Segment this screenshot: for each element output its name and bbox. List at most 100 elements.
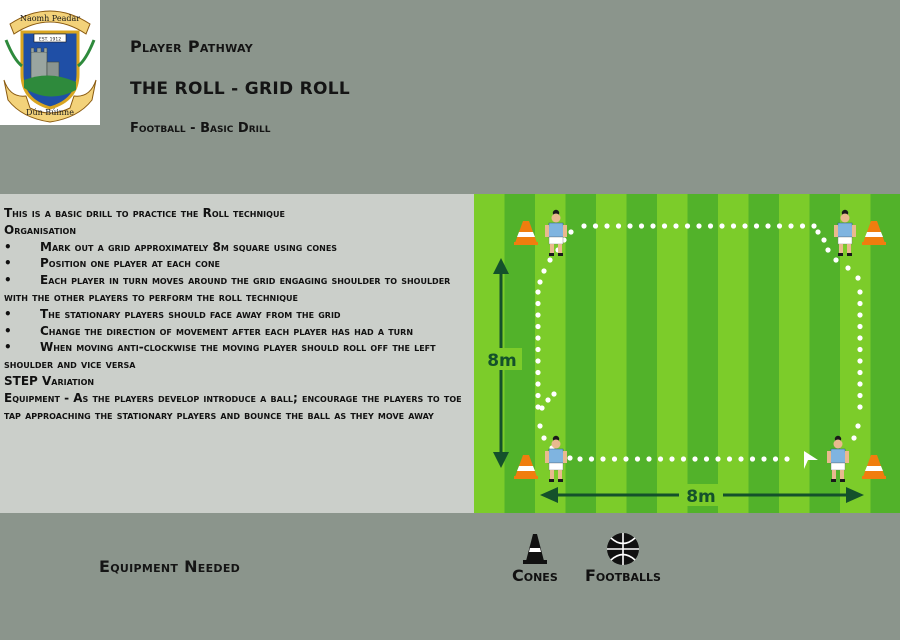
path-dot bbox=[535, 300, 541, 307]
path-dot bbox=[650, 223, 656, 229]
bullet-item: •Mark out a grid approximately 8m square… bbox=[4, 239, 338, 254]
path-dot bbox=[857, 381, 863, 387]
cones-label: Cones bbox=[512, 566, 558, 585]
path-dot bbox=[719, 223, 725, 229]
path-dot bbox=[692, 456, 698, 462]
path-dot bbox=[638, 223, 645, 229]
path-dot bbox=[811, 223, 817, 229]
path-dot bbox=[535, 335, 541, 341]
path-dot bbox=[680, 456, 687, 462]
path-dot bbox=[742, 223, 748, 229]
bullet-item: •When moving anti-clockwise the moving p… bbox=[4, 340, 436, 372]
vertical-measure-label: 8m bbox=[487, 351, 517, 371]
path-dot bbox=[623, 456, 629, 462]
grass-stripe bbox=[687, 194, 718, 513]
footballs-label: Footballs bbox=[585, 566, 661, 585]
path-dot bbox=[592, 223, 599, 229]
path-dot bbox=[547, 257, 553, 263]
path-dot bbox=[707, 223, 714, 229]
svg-text:EST. 1912: EST. 1912 bbox=[39, 37, 61, 43]
path-dot bbox=[857, 346, 863, 353]
path-dot bbox=[669, 456, 675, 462]
bullet-icon: • bbox=[4, 239, 12, 254]
path-dot bbox=[684, 223, 691, 229]
path-dot bbox=[730, 223, 737, 229]
path-dot bbox=[855, 423, 861, 429]
bullet-item: •Change the direction of movement after … bbox=[4, 323, 414, 338]
path-dot bbox=[541, 435, 547, 441]
intro-text: This is a basic drill to practice the Ro… bbox=[4, 206, 285, 220]
equipment-heading: Equipment Needed bbox=[99, 557, 241, 576]
path-dot bbox=[535, 404, 541, 410]
path-dot bbox=[535, 346, 541, 353]
step-heading: STEP Variation bbox=[4, 373, 95, 388]
bullet-icon: • bbox=[4, 323, 12, 338]
organisation-heading: Organisation bbox=[4, 222, 77, 237]
path-dot bbox=[857, 300, 863, 307]
drill-diagram: 8m 8m bbox=[474, 194, 900, 513]
horizontal-measure-label: 8m bbox=[686, 487, 716, 507]
grass-stripe bbox=[565, 194, 596, 513]
path-dot bbox=[545, 397, 551, 403]
path-dot bbox=[788, 223, 794, 229]
section-title: Player Pathway bbox=[130, 37, 254, 56]
bullet-item: •Position one player at each cone bbox=[4, 256, 220, 271]
path-dot bbox=[627, 223, 633, 229]
path-dot bbox=[845, 265, 851, 271]
path-dot bbox=[761, 456, 767, 462]
bullet-item: •Each player in turn moves around the gr… bbox=[4, 273, 451, 304]
path-dot bbox=[857, 392, 863, 399]
path-dot bbox=[857, 289, 863, 295]
path-dot bbox=[615, 223, 622, 229]
path-dot bbox=[600, 456, 606, 462]
path-dot bbox=[753, 223, 760, 229]
equipment-text: Equipment - As the players develop intro… bbox=[4, 390, 462, 422]
path-dot bbox=[535, 312, 541, 318]
path-dot bbox=[799, 223, 806, 229]
path-dot bbox=[696, 223, 702, 229]
path-dot bbox=[857, 369, 863, 376]
path-dot bbox=[772, 456, 779, 462]
path-dot bbox=[535, 358, 541, 364]
path-dot bbox=[821, 237, 827, 243]
path-dot bbox=[703, 456, 710, 462]
vertical-measure-arrow: 8m bbox=[482, 258, 522, 468]
path-dot bbox=[634, 456, 641, 462]
svg-text:Dún Búinne: Dún Búinne bbox=[26, 108, 74, 117]
horizontal-measure-arrow: 8m bbox=[540, 484, 864, 507]
path-dot bbox=[825, 247, 831, 253]
path-dot bbox=[661, 223, 668, 229]
path-dot bbox=[657, 456, 664, 462]
path-dot bbox=[567, 455, 573, 461]
path-dot bbox=[765, 223, 771, 229]
equipment-cones: Cones bbox=[512, 530, 558, 585]
drill-title: THE ROLL - GRID ROLL bbox=[130, 79, 351, 99]
grass-stripe bbox=[748, 194, 779, 513]
path-dot bbox=[857, 323, 863, 330]
path-dot bbox=[776, 223, 783, 229]
football-icon bbox=[606, 533, 639, 565]
cone-icon bbox=[522, 534, 547, 564]
path-dot bbox=[855, 275, 861, 281]
path-dot bbox=[646, 456, 652, 462]
crest-icon: Naomh Peadar EST. 1912 Dún Búinne bbox=[0, 0, 100, 125]
bullet-icon: • bbox=[4, 273, 12, 288]
equipment-footballs: Footballs bbox=[585, 532, 661, 585]
drill-subtitle: Football - Basic Drill bbox=[130, 121, 271, 136]
path-dot bbox=[749, 456, 756, 462]
path-dot bbox=[726, 456, 733, 462]
path-dot bbox=[851, 435, 857, 441]
svg-text:Naomh Peadar: Naomh Peadar bbox=[20, 14, 80, 23]
path-dot bbox=[568, 229, 574, 235]
path-dot bbox=[857, 312, 863, 318]
path-dot bbox=[738, 456, 744, 462]
path-dot bbox=[588, 456, 595, 462]
pitch-svg: 8m 8m bbox=[474, 194, 900, 513]
path-dot bbox=[611, 456, 618, 462]
path-dot bbox=[815, 229, 821, 235]
bullet-item: •The stationary players should face away… bbox=[4, 306, 341, 321]
path-dot bbox=[539, 405, 545, 411]
path-dot bbox=[581, 223, 587, 229]
path-dot bbox=[537, 279, 543, 285]
path-dot bbox=[604, 223, 610, 229]
